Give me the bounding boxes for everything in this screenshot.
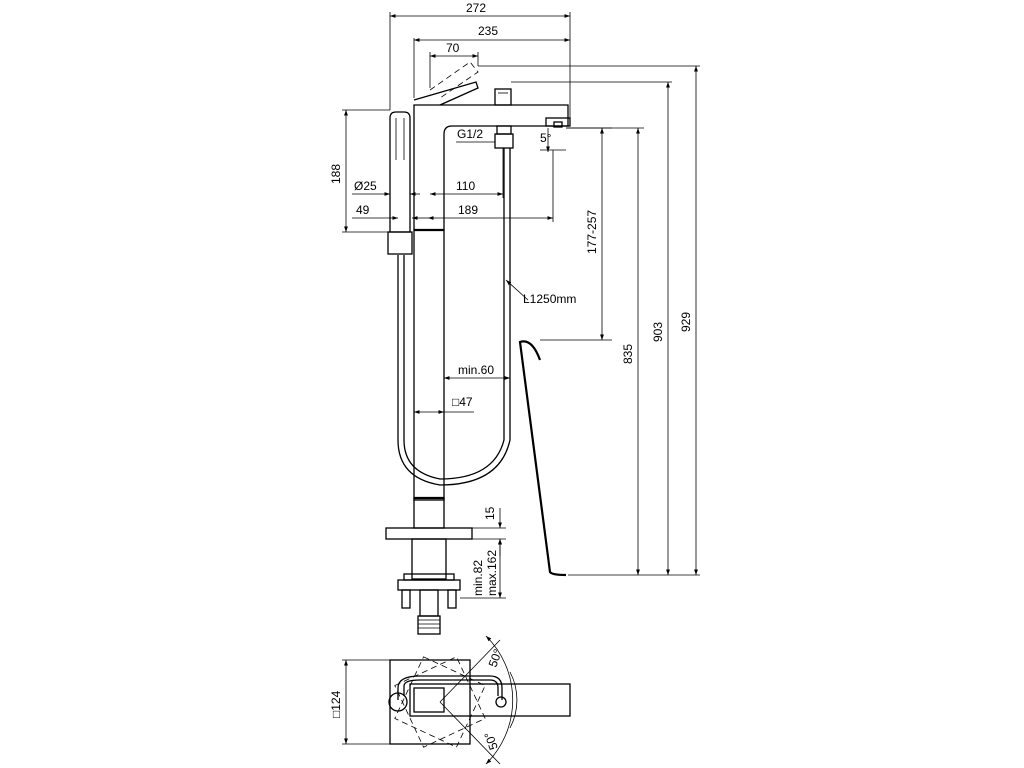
dim-angle-50-bottom: 50° [481, 730, 500, 752]
dim-min60: min.60 [458, 363, 494, 377]
diverter-knob [494, 88, 512, 106]
dim-15: 15 [483, 506, 497, 520]
dim-49: 49 [356, 203, 370, 217]
dim-177-257: 177-257 [585, 210, 599, 254]
dim-903: 903 [651, 322, 665, 342]
plan-view: □124 50° 50° [329, 635, 571, 765]
dim-sq47: □47 [452, 395, 473, 409]
dimension-lines [342, 12, 700, 599]
dim-min82: min.82 [471, 560, 485, 596]
dim-235: 235 [478, 24, 498, 38]
dim-d25: Ø25 [354, 179, 377, 193]
dim-929: 929 [679, 312, 693, 332]
dim-189: 189 [458, 203, 478, 217]
dim-angle-50-top: 50° [486, 647, 505, 669]
spout-body [413, 104, 571, 230]
dim-110: 110 [456, 179, 475, 193]
dim-hose-length: L1250mm [523, 292, 576, 306]
shower-hose [397, 148, 511, 486]
dim-70: 70 [446, 41, 460, 55]
front-elevation: 272 235 70 G1/2 5° 188 Ø25 110 49 189 17… [329, 1, 700, 635]
dim-max162: max.162 [485, 550, 499, 596]
dim-272: 272 [466, 1, 486, 15]
dim-sq124: □124 [329, 690, 343, 718]
dim-835: 835 [621, 344, 635, 364]
main-column [385, 228, 473, 580]
dim-g12: G1/2 [457, 127, 483, 141]
lever-handle [413, 61, 700, 106]
dim-5deg: 5° [540, 131, 552, 145]
dim-188: 188 [329, 164, 343, 184]
floor-mounting [397, 573, 461, 635]
bath-edge [518, 340, 567, 577]
hand-shower [387, 111, 413, 255]
